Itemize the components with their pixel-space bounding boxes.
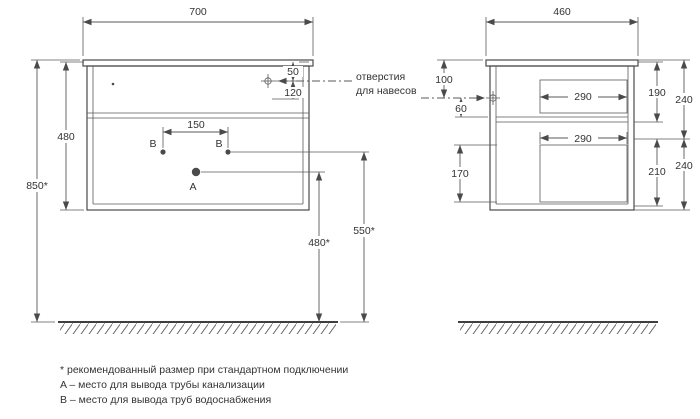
dim-upper-drawer-depth: 290 bbox=[540, 90, 627, 103]
dim-lower-front-height: 210 bbox=[634, 139, 671, 207]
front-countertop bbox=[82, 59, 314, 67]
dim-depth-value: 460 bbox=[553, 6, 571, 18]
point-b-left-dot bbox=[160, 149, 166, 155]
dim-supply-height-value: 550* bbox=[353, 225, 375, 237]
dim-mounting-height: 850* bbox=[21, 59, 80, 323]
dim-lower-inner-height: 170 bbox=[447, 144, 497, 203]
hanger-hole-side-mark bbox=[486, 91, 500, 105]
dim-upper-front-height: 190 bbox=[634, 61, 671, 123]
footnote-point-a: A – место для вывода трубы канализации bbox=[60, 379, 265, 391]
dim-hole-offset-2-value: 120 bbox=[284, 87, 302, 99]
dim-drain-height-value: 480* bbox=[308, 237, 330, 249]
dim-b-span-value: 150 bbox=[187, 119, 205, 131]
dim-drain-outlet-height: 480* bbox=[201, 171, 335, 322]
dim-upper-section-height: 240 bbox=[634, 59, 698, 140]
dim-hole-to-shelf: 60 bbox=[451, 98, 488, 118]
dim-overall-depth-side: 460 bbox=[485, 6, 639, 56]
dim-hole-from-top: 100 bbox=[430, 59, 483, 98]
dim-hole-from-top-value: 100 bbox=[435, 74, 453, 86]
label-b-right: B bbox=[215, 138, 222, 150]
dim-upper-front-height-value: 190 bbox=[648, 87, 666, 99]
dim-lower-inner-height-value: 170 bbox=[451, 168, 469, 180]
footnote-point-b: B – место для вывода труб водоснабжения bbox=[60, 394, 271, 406]
dim-overall-width-front-value: 700 bbox=[189, 6, 207, 18]
footnote-recommended: * рекомендованный размер при стандартном… bbox=[60, 364, 348, 376]
dim-hole-to-shelf-value: 60 bbox=[455, 103, 467, 115]
point-a-dot bbox=[191, 167, 201, 177]
floor-front bbox=[58, 321, 338, 334]
point-b-right-dot bbox=[225, 149, 231, 155]
floor-side bbox=[458, 321, 658, 334]
dim-hanger-hole-offsets: 50 120 bbox=[272, 61, 309, 100]
hanger-holes-note: отверстия для навесов bbox=[278, 71, 485, 102]
front-view bbox=[82, 59, 314, 211]
outlet-points: 150 B B A bbox=[149, 119, 231, 193]
dim-lower-drawer-depth-value: 290 bbox=[574, 133, 592, 145]
dim-supply-outlet-height: 550* bbox=[231, 151, 380, 323]
front-cabinet-body bbox=[86, 65, 310, 211]
dim-lower-front-height-value: 210 bbox=[648, 166, 666, 178]
dim-overall-width-front: 700 bbox=[82, 6, 314, 56]
side-cabinet-body bbox=[489, 65, 635, 211]
dim-lower-section-height: 240 bbox=[634, 139, 698, 211]
dim-lower-drawer-depth: 290 bbox=[539, 132, 628, 145]
dim-cabinet-height: 480 bbox=[52, 61, 84, 211]
dim-lower-section-height-value: 240 bbox=[675, 160, 693, 172]
hanger-hole-left-mark bbox=[111, 82, 115, 86]
side-countertop bbox=[485, 59, 639, 67]
lower-drawer-box bbox=[539, 144, 628, 203]
label-b-left: B bbox=[149, 138, 156, 150]
hanger-hole-right-mark bbox=[261, 74, 275, 88]
dim-hole-offset-1-value: 50 bbox=[287, 66, 299, 78]
hanger-holes-note-line2: для навесов bbox=[356, 85, 417, 97]
label-a: A bbox=[189, 181, 196, 193]
footnotes: * рекомендованный размер при стандартном… bbox=[60, 364, 348, 406]
dim-upper-drawer-depth-value: 290 bbox=[574, 91, 592, 103]
side-view bbox=[485, 59, 639, 211]
dim-cabinet-height-value: 480 bbox=[57, 131, 75, 143]
hanger-holes-note-line1: отверстия bbox=[356, 71, 405, 83]
dim-upper-section-height-value: 240 bbox=[675, 94, 693, 106]
dim-mounting-height-value: 850* bbox=[26, 180, 48, 192]
